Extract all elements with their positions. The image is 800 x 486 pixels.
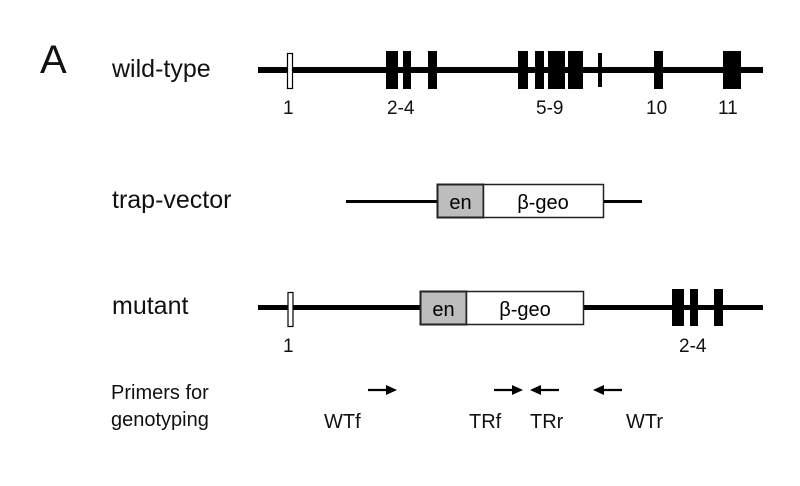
arrow-right-icon: [494, 385, 523, 395]
mut-exon-label-2-4: 2-4: [679, 336, 707, 357]
panel-label: A: [40, 38, 67, 82]
trap-vector-construct: en β-geo: [346, 183, 642, 219]
arrow-right-icon: [368, 385, 397, 395]
mutant-gene: en β-geo: [258, 289, 763, 328]
tv-geo-box: [482, 183, 605, 219]
mut-exon-2: [672, 289, 684, 326]
mut-en-text: en: [432, 299, 454, 321]
wt-exon-label-5-9: 5-9: [536, 98, 564, 119]
wild-type-label: wild-type: [112, 55, 211, 83]
trap-vector-label: trap-vector: [112, 186, 232, 214]
wt-exon-2: [386, 51, 398, 89]
wt-exon-3: [403, 51, 411, 89]
tv-right-line: [604, 200, 642, 203]
primer-trr: TRr: [530, 411, 564, 433]
mut-exon-4: [714, 289, 723, 326]
wt-exon-4: [428, 51, 437, 89]
primer-trf: TRf: [469, 411, 502, 433]
wt-exon-6: [535, 51, 544, 89]
wt-exon-8: [568, 51, 583, 89]
tv-en-text: en: [449, 192, 471, 214]
primer-arrows: [368, 385, 622, 395]
arrow-left-icon: [530, 385, 559, 395]
wt-exon-11: [723, 51, 741, 89]
wt-exon-10: [654, 51, 663, 89]
tv-geo-text: β-geo: [517, 192, 569, 214]
arrow-left-icon: [593, 385, 622, 395]
primer-wtr: WTr: [626, 411, 664, 433]
mut-exon-3: [690, 289, 698, 326]
mutant-label: mutant: [112, 292, 189, 320]
mut-en-box: [419, 290, 468, 326]
wt-intron-line: [258, 67, 763, 73]
primers-label-line1: Primers for: [111, 382, 209, 404]
tv-left-line: [346, 200, 438, 203]
mut-geo-text: β-geo: [499, 299, 551, 321]
wt-exon-5: [518, 51, 528, 89]
wt-exon-label-2-4: 2-4: [387, 98, 415, 119]
wt-exon-label-11: 11: [718, 98, 738, 119]
wt-exon-9: [598, 53, 602, 87]
wt-exon-7: [548, 51, 565, 89]
primers-label-line2: genotyping: [111, 409, 209, 431]
wt-exon-label-1: 1: [283, 98, 294, 119]
tv-en-box: [436, 183, 485, 219]
wild-type-gene: [258, 51, 763, 90]
mut-geo-box: [465, 290, 585, 326]
wt-exon-1: [286, 52, 294, 90]
mut-left-line: [258, 305, 420, 310]
mut-exon-label-1: 1: [283, 336, 294, 357]
mut-exon-1: [287, 291, 294, 328]
primer-wtf: WTf: [324, 411, 361, 433]
wt-exon-label-10: 10: [646, 98, 668, 119]
